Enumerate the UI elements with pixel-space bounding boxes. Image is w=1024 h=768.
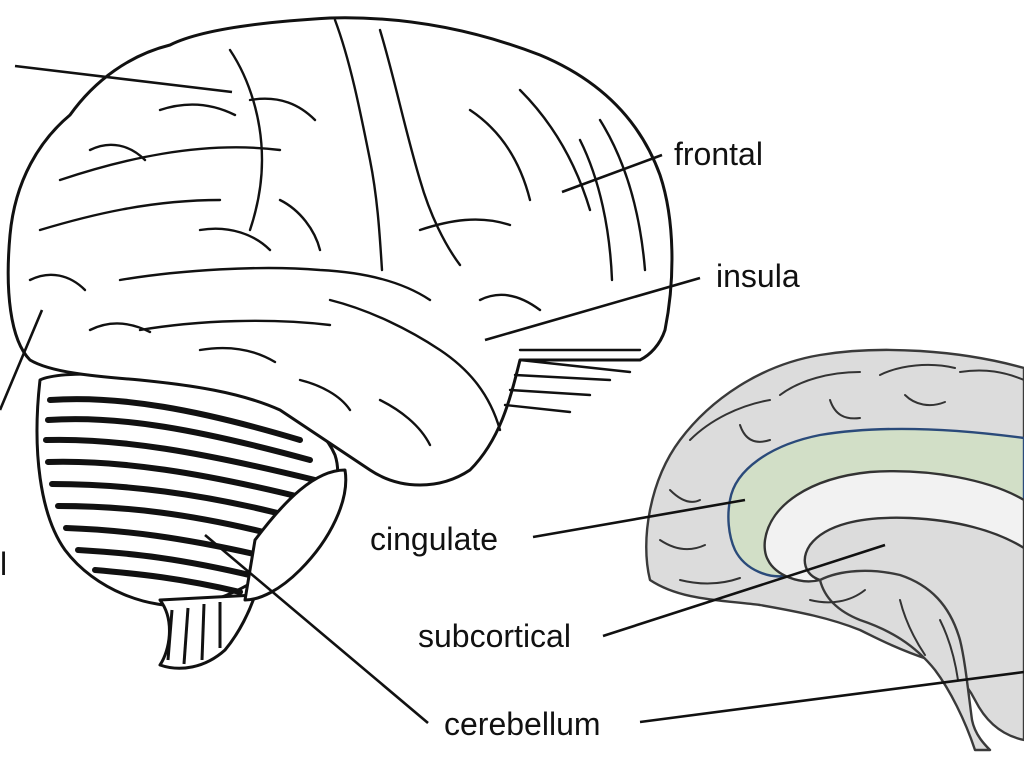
leader-left-lobe: [0, 309, 44, 411]
corpus-callosum: [763, 470, 1024, 583]
leader-frontal: [561, 153, 663, 194]
label-cingulate: cingulate: [370, 521, 499, 557]
label-frontal: frontal: [674, 136, 763, 172]
leader-insula: [484, 276, 701, 342]
label-subcortical: subcortical: [418, 618, 571, 654]
brain-medial-view: [645, 348, 1024, 752]
leader-cingulate: [532, 498, 746, 539]
cerebellum-lateral: [35, 372, 348, 670]
leader-cerebellum: [204, 534, 429, 724]
leader-subcortical: [602, 543, 886, 638]
cerebrum-lateral: [6, 16, 674, 487]
label-insula: insula: [716, 258, 800, 294]
leader-top-left: [14, 64, 233, 94]
label-cerebellum: cerebellum: [444, 706, 601, 742]
label-partial-left: l: [0, 546, 8, 582]
leader-lines: [0, 64, 1024, 724]
leader-cerebellum-medial: [639, 670, 1024, 724]
